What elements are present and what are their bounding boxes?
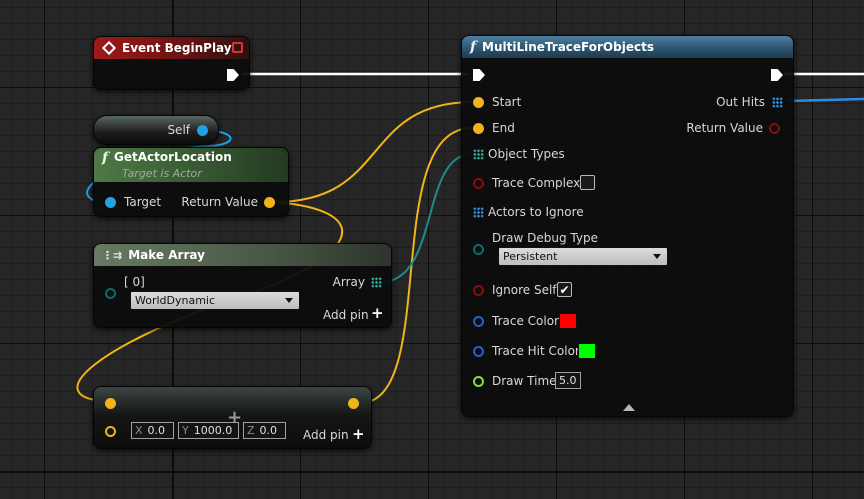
location-start-wire bbox=[273, 101, 473, 203]
trace-hit-color-swatch[interactable] bbox=[578, 343, 596, 359]
self-label: Self bbox=[167, 123, 190, 137]
draw-debug-type-pin[interactable] bbox=[473, 244, 484, 255]
make-array-add-pin-label[interactable]: Add pin bbox=[323, 308, 369, 322]
y-value: 1000.0 bbox=[193, 424, 233, 437]
exec-out-pin[interactable] bbox=[227, 69, 239, 81]
make-array-title: Make Array bbox=[128, 248, 205, 262]
return-value-label: Return Value bbox=[686, 121, 763, 135]
add-input-a-pin[interactable] bbox=[105, 398, 116, 409]
vector-z-input[interactable]: Z 0.0 bbox=[243, 422, 286, 439]
target-pin[interactable] bbox=[105, 197, 116, 208]
start-label: Start bbox=[492, 95, 522, 109]
exec-in-pin[interactable] bbox=[473, 69, 485, 81]
actor-location-return-pin[interactable] bbox=[264, 197, 275, 208]
draw-time-input[interactable]: 5.0 bbox=[555, 372, 581, 389]
add-pin-plus-icon[interactable]: + bbox=[352, 425, 365, 443]
draw-time-label: Draw Time bbox=[492, 374, 557, 388]
object-types-pin[interactable] bbox=[473, 149, 484, 160]
trace-title: MultiLineTraceForObjects bbox=[482, 40, 654, 54]
array-element-value: WorldDynamic bbox=[135, 294, 216, 307]
chevron-down-icon bbox=[653, 254, 661, 259]
self-node[interactable]: Self bbox=[93, 115, 219, 145]
array-output-label: Array bbox=[332, 275, 365, 289]
exec-then-pin[interactable] bbox=[771, 69, 783, 81]
chevron-down-icon bbox=[285, 298, 293, 303]
trace-complex-checkbox[interactable] bbox=[580, 175, 595, 190]
actor-location-return-label: Return Value bbox=[181, 195, 258, 209]
checkmark-icon: ✔ bbox=[559, 282, 570, 297]
z-value: 0.0 bbox=[259, 424, 278, 437]
ignore-self-checkbox[interactable]: ✔ bbox=[557, 282, 572, 297]
trace-color-swatch[interactable] bbox=[559, 313, 577, 329]
draw-debug-type-dropdown[interactable]: Persistent bbox=[498, 247, 668, 266]
trace-hit-color-label: Trace Hit Color bbox=[492, 344, 580, 358]
event-beginplay-header[interactable]: Event BeginPlay bbox=[94, 37, 249, 59]
multi-line-trace-node[interactable]: f MultiLineTraceForObjects Start End Obj… bbox=[461, 35, 794, 417]
event-beginplay-title: Event BeginPlay bbox=[122, 41, 232, 55]
get-actor-location-title: GetActorLocation bbox=[114, 150, 232, 164]
trace-color-pin[interactable] bbox=[473, 316, 484, 327]
z-axis-label: Z bbox=[247, 424, 255, 437]
trace-color-label: Trace Color bbox=[492, 314, 559, 328]
function-icon: f bbox=[470, 39, 477, 55]
end-pin[interactable] bbox=[473, 123, 484, 134]
vector-y-input[interactable]: Y 1000.0 bbox=[178, 422, 239, 439]
array-index-label: [ 0] bbox=[124, 275, 145, 289]
trace-header[interactable]: f MultiLineTraceForObjects bbox=[462, 36, 793, 58]
array-element-pin[interactable] bbox=[105, 288, 116, 299]
object-types-label: Object Types bbox=[488, 147, 565, 161]
add-input-b-pin[interactable] bbox=[105, 426, 116, 437]
draw-debug-type-label: Draw Debug Type bbox=[492, 231, 598, 245]
ignore-self-pin[interactable] bbox=[473, 285, 484, 296]
function-icon: f bbox=[102, 150, 109, 166]
get-actor-location-subtitle: Target is Actor bbox=[122, 167, 202, 180]
draw-debug-type-value: Persistent bbox=[503, 250, 558, 263]
add-output-pin[interactable] bbox=[348, 398, 359, 409]
actors-to-ignore-pin[interactable] bbox=[473, 207, 484, 218]
return-value-pin[interactable] bbox=[769, 123, 780, 134]
out-hits-label: Out Hits bbox=[716, 95, 765, 109]
get-actor-location-node[interactable]: f GetActorLocation Target is Actor Targe… bbox=[93, 147, 289, 217]
delegate-pin-icon[interactable] bbox=[232, 42, 243, 53]
self-out-pin[interactable] bbox=[197, 125, 208, 136]
draw-time-value: 5.0 bbox=[559, 374, 577, 387]
array-element-dropdown[interactable]: WorldDynamic bbox=[130, 291, 300, 310]
add-vector-node[interactable]: + X 0.0 Y 1000.0 Z 0.0 Add pin + bbox=[93, 386, 372, 449]
trace-complex-label: Trace Complex bbox=[492, 176, 581, 190]
draw-time-pin[interactable] bbox=[473, 376, 484, 387]
out-hits-pin[interactable] bbox=[772, 97, 783, 108]
x-value: 0.0 bbox=[147, 424, 166, 437]
make-array-node[interactable]: ⋮⇉ Make Array [ 0] WorldDynamic Array Ad… bbox=[93, 243, 392, 328]
ignore-self-label: Ignore Self bbox=[492, 283, 557, 297]
vector-x-input[interactable]: X 0.0 bbox=[131, 422, 174, 439]
y-axis-label: Y bbox=[182, 424, 189, 437]
start-pin[interactable] bbox=[473, 97, 484, 108]
end-label: End bbox=[492, 121, 515, 135]
array-output-pin[interactable] bbox=[371, 277, 382, 288]
add-pin-plus-icon[interactable]: + bbox=[371, 304, 384, 322]
event-diamond-icon bbox=[101, 40, 117, 56]
trace-hit-color-pin[interactable] bbox=[473, 346, 484, 357]
array-objtypes-wire bbox=[380, 153, 473, 283]
target-label: Target bbox=[124, 195, 162, 209]
collapse-arrow-icon[interactable] bbox=[623, 404, 635, 411]
actors-to-ignore-label: Actors to Ignore bbox=[488, 205, 584, 219]
trace-complex-pin[interactable] bbox=[473, 178, 484, 189]
make-array-header[interactable]: ⋮⇉ Make Array bbox=[94, 244, 391, 266]
x-axis-label: X bbox=[135, 424, 143, 437]
add-vector-add-pin-label[interactable]: Add pin bbox=[303, 428, 349, 442]
out-hits-wire bbox=[786, 97, 864, 103]
get-actor-location-header[interactable]: f GetActorLocation Target is Actor bbox=[94, 148, 288, 182]
event-beginplay-node[interactable]: Event BeginPlay bbox=[93, 36, 250, 90]
make-array-icon: ⋮⇉ bbox=[102, 248, 123, 262]
